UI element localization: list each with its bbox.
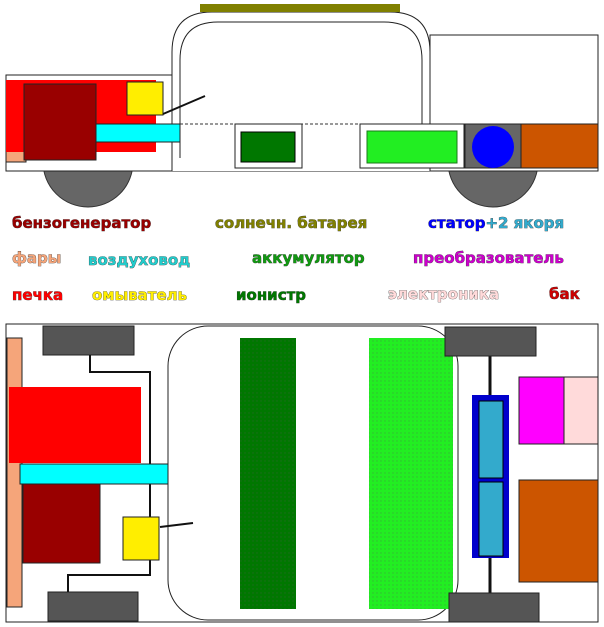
legend-air-duct: воздуховод — [88, 251, 190, 269]
side-ionistor — [240, 131, 296, 163]
side-window — [179, 21, 423, 158]
top-electronics — [563, 376, 599, 445]
top-rear-right-wheel — [448, 592, 540, 623]
top-converter — [518, 376, 565, 445]
side-view — [5, 4, 599, 208]
legend-electronics: электроника — [388, 285, 499, 303]
legend-headlights: фары — [12, 249, 61, 267]
legend-heater: печка — [12, 286, 63, 304]
top-battery-pattern — [369, 338, 453, 609]
top-rear-left-wheel — [444, 326, 537, 357]
top-armature-1 — [478, 400, 504, 479]
legend-battery: аккумулятор — [252, 249, 365, 267]
legend-ionistor: ионистр — [236, 286, 306, 304]
side-washer — [126, 81, 164, 116]
top-armature-2 — [478, 481, 504, 557]
legend-converter: преобразователь — [413, 249, 564, 267]
top-view — [5, 323, 599, 623]
top-ionistor-pattern — [240, 338, 296, 609]
top-washer-tube — [159, 522, 194, 528]
top-heater — [9, 387, 141, 463]
legend-stator-suffix: +2 якоря — [485, 214, 564, 232]
legend: бензогенератор солнечн. батарея статор+2… — [12, 214, 580, 305]
side-tank — [520, 123, 599, 169]
top-steering-linkage-upper — [89, 355, 151, 465]
top-benzogenerator — [22, 483, 101, 564]
side-solar-panel — [200, 4, 400, 12]
legend-washer: омыватель — [92, 286, 187, 304]
legend-tank: бак — [549, 285, 580, 303]
side-stator — [472, 126, 514, 168]
side-washer-tube — [162, 95, 206, 115]
side-battery — [366, 130, 458, 164]
legend-solar-battery: солнечн. батарея — [215, 214, 367, 232]
top-tank — [518, 479, 599, 583]
top-air-duct — [19, 463, 169, 485]
side-air-duct — [95, 123, 181, 143]
legend-stator-prefix: статор — [428, 214, 486, 232]
top-front-right-wheel — [47, 591, 139, 622]
legend-benzogenerator: бензогенератор — [12, 214, 151, 232]
side-benzogenerator — [23, 83, 97, 161]
legend-stator: статор+2 якоря — [428, 214, 564, 232]
top-front-left-wheel — [42, 325, 135, 356]
top-washer — [122, 516, 160, 561]
